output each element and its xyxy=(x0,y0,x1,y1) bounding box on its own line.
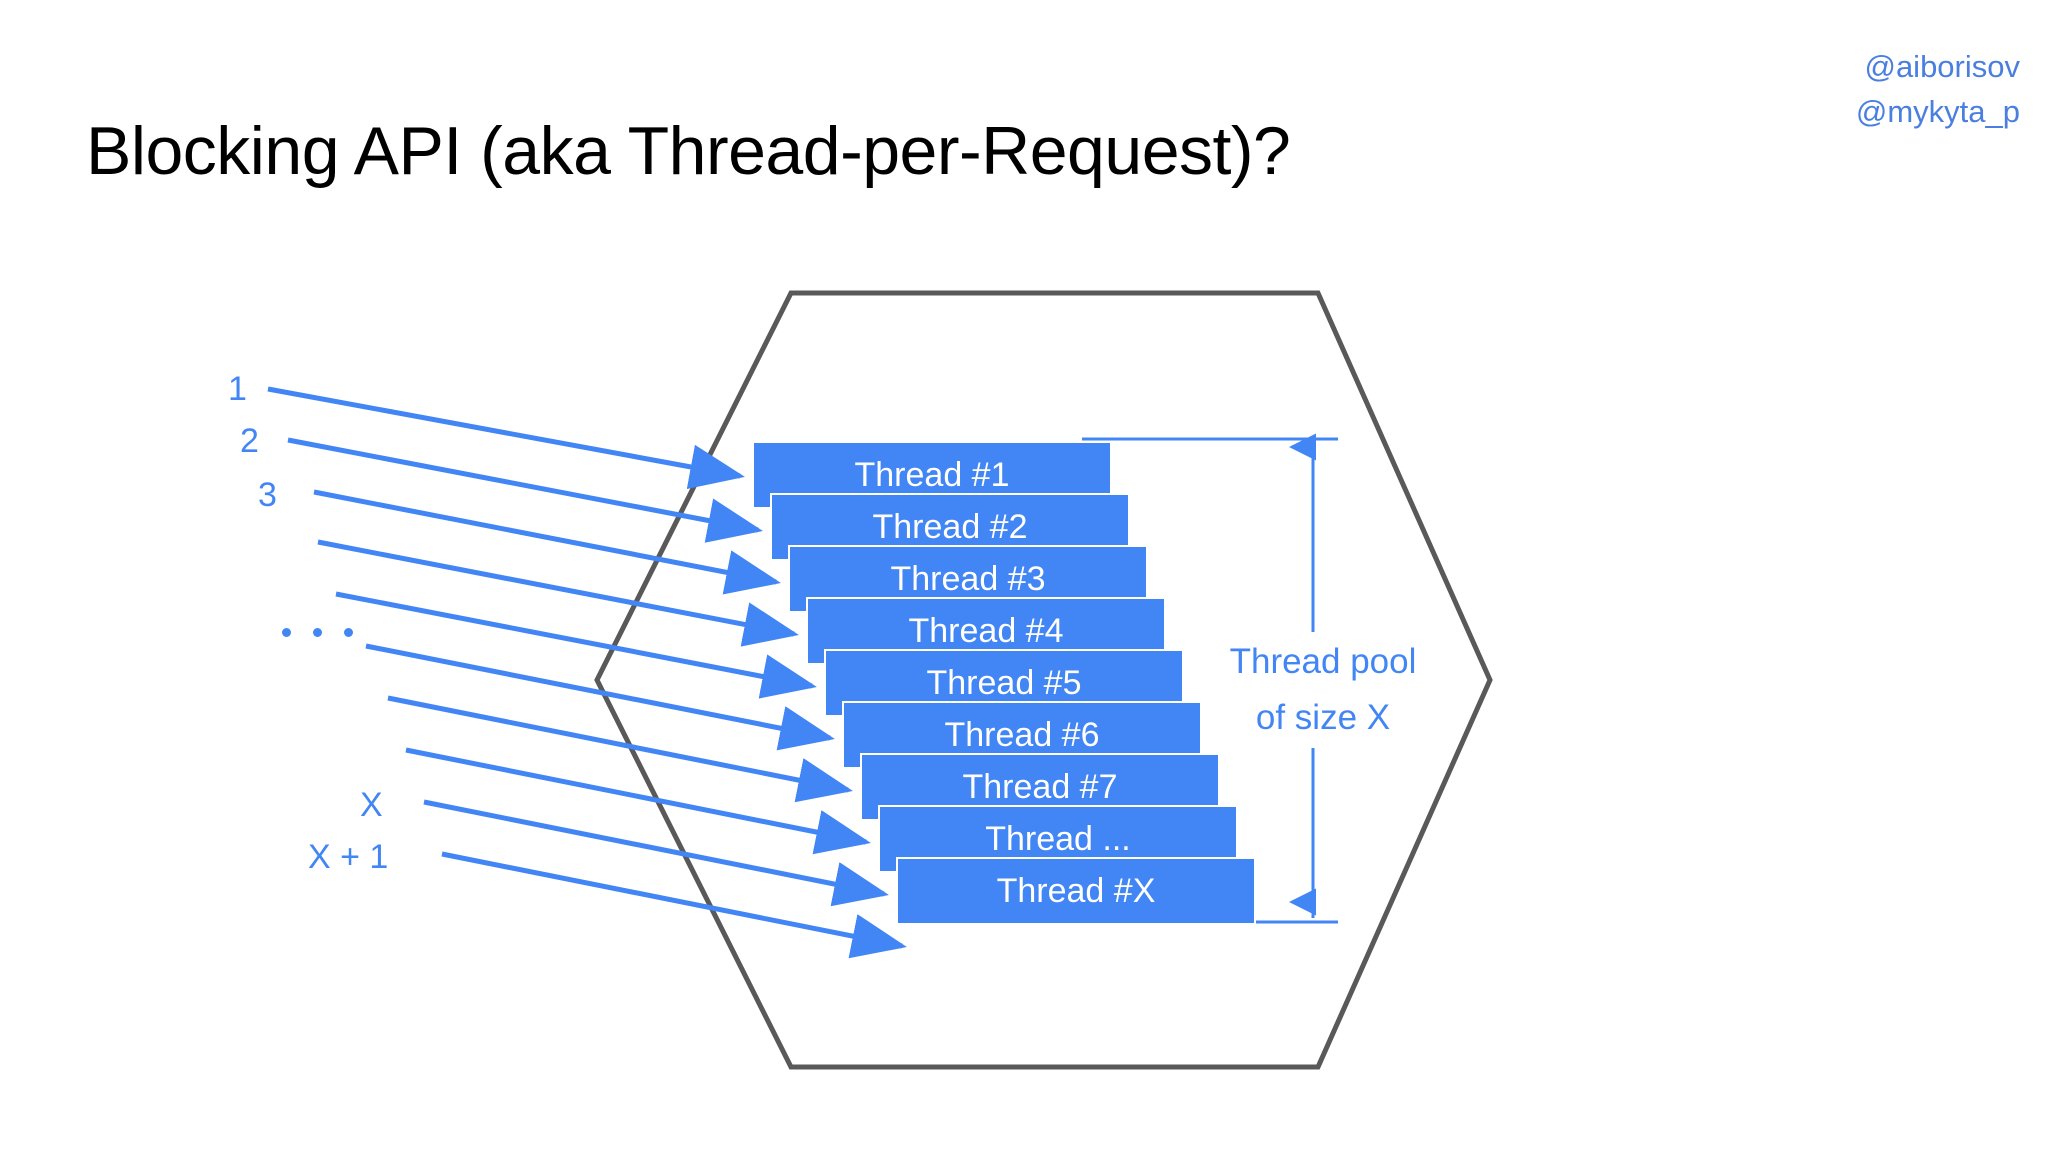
request-arrow xyxy=(313,489,781,595)
ellipsis-dot xyxy=(282,628,291,637)
thread-box: Thread #X xyxy=(896,857,1256,925)
ellipsis-dot xyxy=(313,628,322,637)
request-label-1: 1 xyxy=(228,370,247,408)
ellipsis-dot xyxy=(344,628,353,637)
request-arrow xyxy=(267,386,745,490)
incoming-request-arrows xyxy=(267,386,907,959)
hexagon-outline xyxy=(594,290,1493,1070)
page-title: Blocking API (aka Thread-per-Request)? xyxy=(86,113,1291,189)
request-label-3: 3 xyxy=(258,476,277,514)
handle-secondary: @mykyta_p xyxy=(1855,94,2020,129)
request-arrow xyxy=(365,643,835,751)
request-label-x-plus-1: X + 1 xyxy=(308,838,389,876)
thread-pool-label-line2: of size X xyxy=(1255,698,1391,737)
handle-primary: @aiborisov xyxy=(1864,49,2020,84)
thread-pool-label: Thread pool of size X xyxy=(1204,632,1442,748)
request-arrow xyxy=(405,747,871,855)
request-label-x: X xyxy=(360,786,383,824)
request-arrow xyxy=(287,437,763,543)
request-arrow xyxy=(423,799,889,907)
request-arrow xyxy=(441,851,907,959)
thread-box: Thread #3 xyxy=(788,545,1148,613)
request-label-ellipsis xyxy=(282,628,353,637)
request-arrow xyxy=(335,591,817,699)
thread-pool-label-line1: Thread pool xyxy=(1229,642,1417,681)
request-label-2: 2 xyxy=(240,422,259,460)
author-handles: @aiborisov @mykyta_p xyxy=(1856,44,2020,134)
request-arrow xyxy=(317,539,799,647)
request-arrow xyxy=(387,695,853,803)
